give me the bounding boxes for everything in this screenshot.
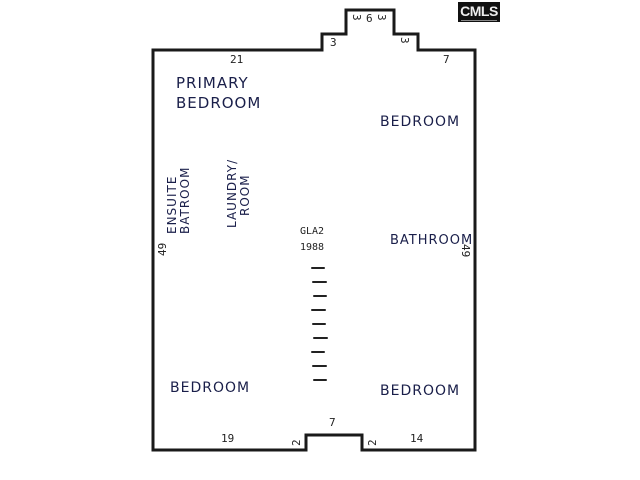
dim-bottom-right: 14: [410, 432, 424, 445]
dim-left-side: 49: [156, 242, 169, 256]
stair-tread: [313, 295, 327, 297]
dim-top-left: 21: [230, 53, 244, 66]
dim-top-right: 7: [443, 53, 450, 66]
room-ensuite-bathroom: ENSUITE BATROOM: [165, 166, 192, 234]
stair-tread: [313, 337, 328, 339]
room-label: ROOM: [237, 174, 252, 216]
dim-bump-right-step: 3: [398, 37, 411, 44]
room-label: ENSUITE: [165, 175, 179, 234]
stair-tread: [311, 309, 326, 311]
room-laundry: LAUNDRY/ ROOM: [225, 158, 252, 228]
dim-bump-top: 6: [366, 12, 373, 25]
room-label: BEDROOM: [176, 93, 262, 112]
gla-value: 1988: [299, 242, 325, 253]
gla-summary: GLA2 1988: [292, 224, 332, 256]
stair-tread: [313, 379, 327, 381]
room-bedroom-bottom-left: BEDROOM: [170, 380, 251, 396]
room-label: PRIMARY: [176, 74, 249, 92]
stair-tread: [312, 365, 327, 367]
room-label: BATROOM: [177, 166, 192, 234]
dim-bottom-left: 19: [221, 432, 235, 445]
stair-tread: [312, 281, 327, 283]
room-bathroom: BATHROOM: [390, 233, 474, 248]
gla-label: GLA2: [299, 226, 325, 237]
room-label: LAUNDRY/: [225, 158, 239, 228]
cmls-logo: CMLS: [458, 2, 500, 22]
stair-tread: [311, 267, 325, 269]
room-bedroom-bottom-right: BEDROOM: [380, 383, 461, 399]
dim-bottom-notch-right: 2: [366, 439, 379, 446]
stair-tread: [311, 351, 325, 353]
dim-bump-right-inner: 3: [375, 14, 388, 21]
stair-tread: [312, 323, 326, 325]
room-primary-bedroom: PRIMARY BEDROOM: [176, 74, 262, 112]
dim-bottom-notch-top: 7: [329, 416, 336, 429]
dim-bump-left-step: 3: [330, 36, 337, 49]
dim-bottom-notch-left: 2: [290, 439, 303, 446]
room-bedroom-top-right: BEDROOM: [380, 114, 461, 130]
dim-bump-left-inner: 3: [350, 14, 363, 21]
